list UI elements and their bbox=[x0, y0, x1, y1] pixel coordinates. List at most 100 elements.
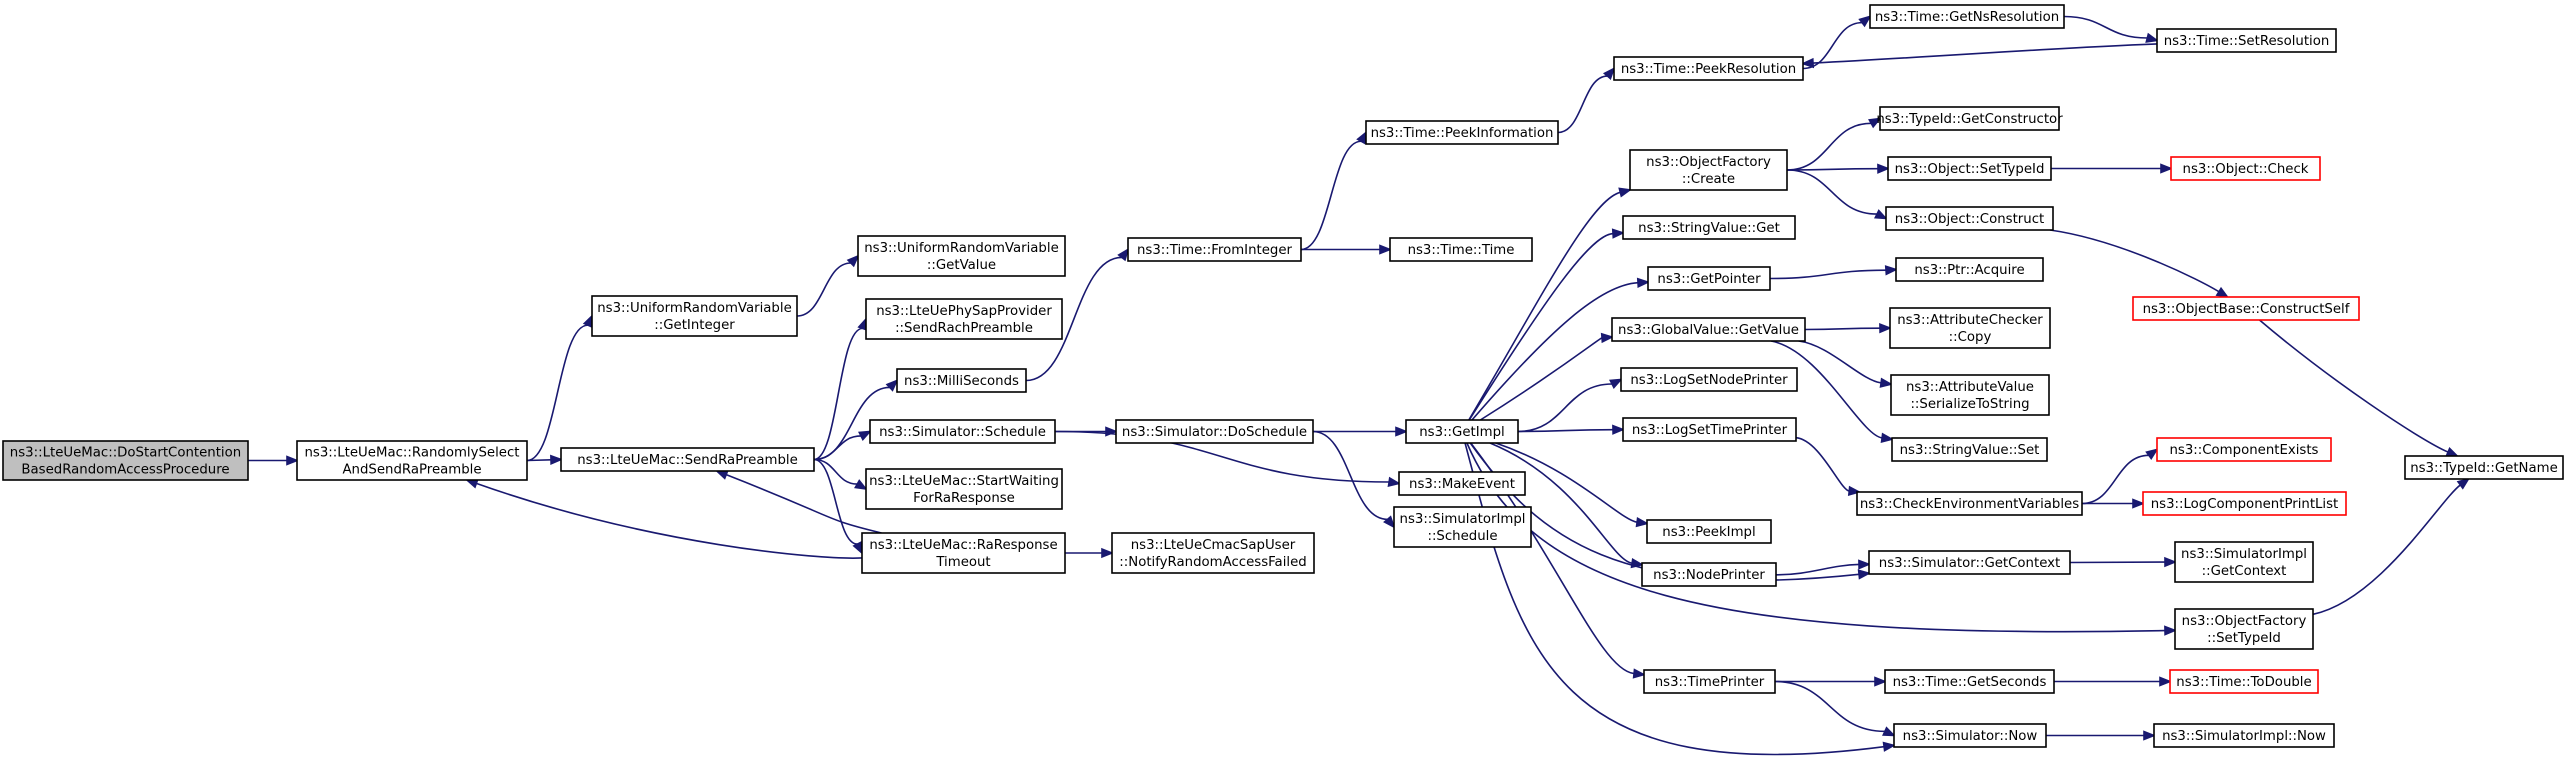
node-label-line: ns3::GlobalValue::GetValue bbox=[1618, 323, 1799, 338]
edge-line bbox=[1774, 680, 1885, 733]
node-attributechecker-copy[interactable]: ns3::AttributeChecker::Copy bbox=[1889, 307, 2051, 349]
node-box bbox=[1891, 437, 2048, 462]
node-label-line: ns3::ComponentExists bbox=[2169, 443, 2318, 458]
node-box bbox=[865, 298, 1063, 340]
node-label-line: ns3::LteUeMac::DoStartContention bbox=[10, 446, 241, 461]
arrowhead bbox=[286, 455, 300, 466]
node-lteuephysapprovider-sendrachpreamble[interactable]: ns3::LteUePhySapProvider::SendRachPreamb… bbox=[865, 298, 1063, 340]
edge-n17-to-n28 bbox=[1495, 442, 1650, 528]
edge-n37-to-n44 bbox=[2082, 498, 2146, 509]
node-box bbox=[1890, 374, 2050, 416]
node-objectfactory-create[interactable]: ns3::ObjectFactory::Create bbox=[1629, 149, 1788, 191]
node-object-construct[interactable]: ns3::Object::Construct bbox=[1885, 206, 2054, 231]
edge-line bbox=[796, 262, 851, 317]
node-nodeprinter[interactable]: ns3::NodePrinter bbox=[1641, 562, 1777, 587]
node-label-line: ns3::Simulator::Now bbox=[1903, 729, 2038, 744]
node-lteuecmacsapuser-notifyrandomaccessfailed[interactable]: ns3::LteUeCmacSapUser::NotifyRandomAcces… bbox=[1111, 532, 1315, 574]
arrowhead bbox=[2145, 448, 2159, 461]
edge-n10-to-n11 bbox=[1300, 130, 1368, 251]
function-nodes: ns3::LteUeMac::DoStartContentionBasedRan… bbox=[2, 4, 2564, 748]
node-box bbox=[857, 235, 1066, 277]
node-stringvalue-get[interactable]: ns3::StringValue::Get bbox=[1622, 215, 1796, 240]
node-box bbox=[1611, 317, 1806, 342]
node-box bbox=[1647, 266, 1771, 291]
arrowhead bbox=[2145, 32, 2160, 43]
edge-line bbox=[1517, 428, 1614, 433]
node-label-line: AndSendRaPreamble bbox=[342, 463, 481, 478]
node-uniformrandomvariable-getvalue[interactable]: ns3::UniformRandomVariable::GetValue bbox=[857, 235, 1066, 277]
node-logsetnodeprinter[interactable]: ns3::LogSetNodePrinter bbox=[1620, 367, 1798, 392]
node-logcomponentprintlist[interactable]: ns3::LogComponentPrintList bbox=[2142, 491, 2347, 516]
edge-line bbox=[2081, 454, 2149, 505]
arrowhead bbox=[2215, 286, 2230, 299]
node-label-line: ns3::LogSetNodePrinter bbox=[1630, 373, 1788, 388]
edge-n17-to-n46 bbox=[1466, 442, 2178, 636]
node-time-setresolution[interactable]: ns3::Time::SetResolution bbox=[2156, 28, 2337, 53]
node-typeid-getconstructor[interactable]: ns3::TypeId::GetConstructor bbox=[1876, 106, 2063, 131]
node-componentexists[interactable]: ns3::ComponentExists bbox=[2156, 437, 2332, 462]
arrowhead bbox=[1800, 57, 1815, 69]
edge-line bbox=[1557, 75, 1608, 134]
arrowhead bbox=[2159, 676, 2173, 687]
node-stringvalue-set[interactable]: ns3::StringValue::Set bbox=[1891, 437, 2048, 462]
arrowhead bbox=[1632, 668, 1647, 679]
arrowhead bbox=[1879, 323, 1893, 334]
node-label-line: ns3::Time::PeekResolution bbox=[1621, 62, 1796, 77]
node-simulator-now[interactable]: ns3::Simulator::Now bbox=[1893, 723, 2047, 748]
node-simulator-doschedule[interactable]: ns3::Simulator::DoSchedule bbox=[1115, 419, 1314, 444]
node-logsettimeprinter[interactable]: ns3::LogSetTimePrinter bbox=[1622, 417, 1797, 442]
node-simulator-getcontext[interactable]: ns3::Simulator::GetContext bbox=[1868, 550, 2071, 575]
arrowhead bbox=[1602, 66, 1616, 81]
node-typeid-getname[interactable]: ns3::TypeId::GetName bbox=[2404, 455, 2564, 480]
node-time-peekinformation[interactable]: ns3::Time::PeekInformation bbox=[1365, 120, 1559, 145]
node-checkenvironmentvariables[interactable]: ns3::CheckEnvironmentVariables bbox=[1856, 491, 2083, 516]
node-simulator-schedule[interactable]: ns3::Simulator::Schedule bbox=[869, 419, 1056, 444]
node-ptr-acquire[interactable]: ns3::Ptr::Acquire bbox=[1895, 257, 2044, 282]
arrowhead bbox=[1882, 726, 1896, 737]
arrowhead bbox=[846, 254, 860, 268]
node-objectbase-constructself[interactable]: ns3::ObjectBase::ConstructSelf bbox=[2132, 296, 2360, 321]
node-label-line: BasedRandomAccessProcedure bbox=[21, 463, 229, 478]
node-milliseconds[interactable]: ns3::MilliSeconds bbox=[896, 368, 1027, 393]
node-makeevent[interactable]: ns3::MakeEvent bbox=[1398, 471, 1526, 496]
arrowhead bbox=[1611, 228, 1626, 239]
node-lteuemac-sendrapreamble[interactable]: ns3::LteUeMac::SendRaPreamble bbox=[560, 447, 815, 472]
edge-line bbox=[1312, 430, 1388, 521]
edge-n27-to-n38 bbox=[1775, 559, 1872, 576]
node-time-peekresolution[interactable]: ns3::Time::PeekResolution bbox=[1613, 56, 1804, 81]
edge-line bbox=[1770, 340, 1883, 439]
edge-line bbox=[1300, 140, 1362, 251]
node-label-line: ns3::NodePrinter bbox=[1653, 568, 1765, 583]
node-getimpl[interactable]: ns3::GetImpl bbox=[1405, 419, 1519, 444]
edge-n46-to-n49 bbox=[2312, 477, 2471, 616]
node-time-time[interactable]: ns3::Time::Time bbox=[1389, 237, 1533, 262]
node-time-getseconds[interactable]: ns3::Time::GetSeconds bbox=[1884, 669, 2055, 694]
node-peekimpl[interactable]: ns3::PeekImpl bbox=[1646, 519, 1772, 544]
edge-line bbox=[1479, 337, 1603, 421]
node-box bbox=[2404, 455, 2564, 480]
node-simulatorimpl-getcontext[interactable]: ns3::SimulatorImpl::GetContext bbox=[2174, 541, 2314, 583]
arrowhead bbox=[854, 479, 868, 491]
node-time-getnsresolution[interactable]: ns3::Time::GetNsResolution bbox=[1869, 4, 2065, 29]
arrowhead bbox=[1117, 247, 1130, 262]
node-box bbox=[861, 532, 1066, 574]
node-simulatorimpl-schedule[interactable]: ns3::SimulatorImpl::Schedule bbox=[1393, 506, 1532, 548]
node-object-check[interactable]: ns3::Object::Check bbox=[2170, 156, 2321, 181]
node-uniformrandomvariable-getinteger[interactable]: ns3::UniformRandomVariable::GetInteger bbox=[591, 295, 798, 337]
node-box bbox=[2153, 723, 2335, 748]
node-time-todouble[interactable]: ns3::Time::ToDouble bbox=[2169, 669, 2319, 694]
node-attributevalue-serializetostring[interactable]: ns3::AttributeValue::SerializeToString bbox=[1890, 374, 2050, 416]
node-simulatorimpl-now[interactable]: ns3::SimulatorImpl::Now bbox=[2153, 723, 2335, 748]
node-box bbox=[2174, 608, 2314, 650]
node-object-settypeid[interactable]: ns3::Object::SetTypeId bbox=[1887, 156, 2052, 181]
node-lteuemac-randomlyselectandsendrapreamble[interactable]: ns3::LteUeMac::RandomlySelectAndSendRaPr… bbox=[296, 440, 528, 481]
node-getpointer[interactable]: ns3::GetPointer bbox=[1647, 266, 1771, 291]
edge-line bbox=[1798, 340, 1882, 384]
node-objectfactory-settypeid[interactable]: ns3::ObjectFactory::SetTypeId bbox=[2174, 608, 2314, 650]
node-globalvalue-getvalue[interactable]: ns3::GlobalValue::GetValue bbox=[1611, 317, 1806, 342]
edge-n17-to-n27 bbox=[1489, 442, 1645, 569]
node-time-frominteger[interactable]: ns3::Time::FromInteger bbox=[1127, 237, 1302, 262]
node-timeprinter[interactable]: ns3::TimePrinter bbox=[1643, 669, 1776, 694]
